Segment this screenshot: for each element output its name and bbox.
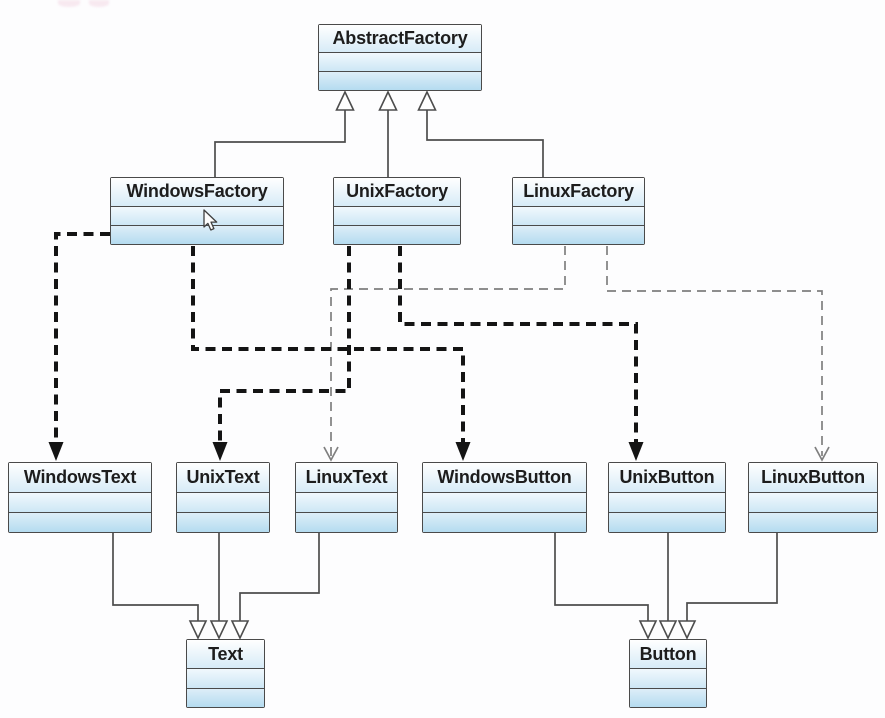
hollow-triangle-arrowhead: [188, 620, 208, 640]
hollow-triangle-arrowhead: [677, 620, 697, 640]
class-title: UnixButton: [609, 463, 725, 493]
class-title: AbstractFactory: [319, 25, 481, 54]
dependency-linuxfactory-linuxbutton: [606, 246, 830, 462]
hollow-triangle-arrowhead: [417, 90, 437, 111]
filled-arrowhead: [628, 442, 644, 461]
class-methods-compartment: [296, 512, 397, 532]
dependency-line: [398, 246, 638, 442]
class-title: WindowsButton: [423, 463, 586, 493]
hollow-triangle-arrowhead: [378, 90, 398, 111]
dependency-line: [218, 246, 351, 442]
class-attributes-compartment: [177, 492, 269, 513]
class-title: LinuxText: [296, 463, 397, 493]
class-methods-compartment: [9, 512, 151, 532]
dependency-line: [330, 246, 566, 456]
class-methods-compartment: [187, 688, 264, 707]
class-title: UnixFactory: [334, 178, 460, 207]
class-methods-compartment: [513, 225, 644, 244]
class-attributes-compartment: [609, 492, 725, 513]
generalization-windowsbutton-button: [554, 533, 658, 640]
class-box-unixtext[interactable]: UnixText: [176, 462, 270, 533]
class-attributes-compartment: [319, 53, 481, 73]
class-title: LinuxButton: [749, 463, 877, 493]
filled-arrowhead: [48, 442, 64, 461]
class-methods-compartment: [423, 512, 586, 532]
generalization-unixtext-text: [209, 533, 229, 640]
class-methods-compartment: [749, 512, 877, 532]
hollow-triangle-arrowhead: [209, 620, 229, 640]
class-box-linuxbutton[interactable]: LinuxButton: [748, 462, 878, 533]
hollow-triangle-arrowhead: [658, 620, 678, 640]
generalization-line: [554, 533, 649, 621]
class-attributes-compartment: [9, 492, 151, 513]
class-attributes-compartment: [630, 669, 706, 689]
top-edge-artifact: [89, 0, 109, 7]
hollow-triangle-arrowhead: [230, 620, 250, 640]
class-box-unixfactory[interactable]: UnixFactory: [333, 177, 461, 245]
class-attributes-compartment: [749, 492, 877, 513]
filled-arrowhead: [455, 442, 471, 461]
top-edge-artifact: [58, 0, 80, 7]
class-attributes-compartment: [334, 206, 460, 226]
class-title: LinuxFactory: [513, 178, 644, 207]
class-box-linuxfactory[interactable]: LinuxFactory: [512, 177, 645, 245]
generalization-linuxtext-text: [230, 533, 320, 640]
class-title: WindowsFactory: [111, 178, 283, 207]
class-methods-compartment: [630, 688, 706, 707]
class-box-windowstext[interactable]: WindowsText: [8, 462, 152, 533]
class-box-abstractfactory[interactable]: AbstractFactory: [318, 24, 482, 91]
class-methods-compartment: [319, 72, 481, 91]
class-box-unixbutton[interactable]: UnixButton: [608, 462, 726, 533]
class-attributes-compartment: [423, 492, 586, 513]
class-methods-compartment: [609, 512, 725, 532]
dependency-unixfactory-unixbutton: [398, 246, 644, 461]
class-title: UnixText: [177, 463, 269, 493]
dependency-line: [54, 232, 110, 442]
class-attributes-compartment: [111, 206, 283, 226]
class-box-windowsfactory[interactable]: WindowsFactory: [110, 177, 284, 245]
generalization-unixbutton-button: [658, 533, 678, 640]
generalization-line: [214, 110, 346, 177]
class-attributes-compartment: [513, 206, 644, 226]
generalization-linuxbutton-button: [677, 533, 778, 640]
open-arrowhead: [814, 446, 830, 462]
generalization-unixfactory-abstractfactory: [378, 90, 398, 177]
class-title: WindowsText: [9, 463, 151, 493]
hollow-triangle-arrowhead: [638, 620, 658, 640]
filled-arrowhead: [212, 442, 228, 461]
dependency-unixfactory-unixtext: [212, 246, 351, 461]
class-methods-compartment: [111, 225, 283, 244]
generalization-line: [686, 533, 778, 621]
dependency-linuxfactory-linuxtext: [323, 246, 566, 462]
dependency-windowsfactory-windowstext: [48, 232, 110, 461]
generalization-line: [239, 533, 320, 621]
class-box-linuxtext[interactable]: LinuxText: [295, 462, 398, 533]
class-box-text[interactable]: Text: [186, 639, 265, 708]
class-title: Button: [630, 640, 706, 670]
generalization-windowsfactory-abstractfactory: [214, 90, 355, 177]
class-attributes-compartment: [296, 492, 397, 513]
generalization-line: [426, 110, 544, 177]
dependency-line: [606, 246, 823, 456]
generalization-linuxfactory-abstractfactory: [417, 90, 544, 177]
class-box-button[interactable]: Button: [629, 639, 707, 708]
class-attributes-compartment: [187, 669, 264, 689]
dependency-windowsfactory-windowsbutton: [191, 246, 471, 461]
generalization-line: [112, 533, 199, 621]
class-title: Text: [187, 640, 264, 670]
dependency-line: [191, 246, 465, 442]
class-box-windowsbutton[interactable]: WindowsButton: [422, 462, 587, 533]
class-methods-compartment: [177, 512, 269, 532]
class-methods-compartment: [334, 225, 460, 244]
hollow-triangle-arrowhead: [335, 90, 355, 111]
generalization-windowstext-text: [112, 533, 208, 640]
open-arrowhead: [323, 446, 339, 462]
